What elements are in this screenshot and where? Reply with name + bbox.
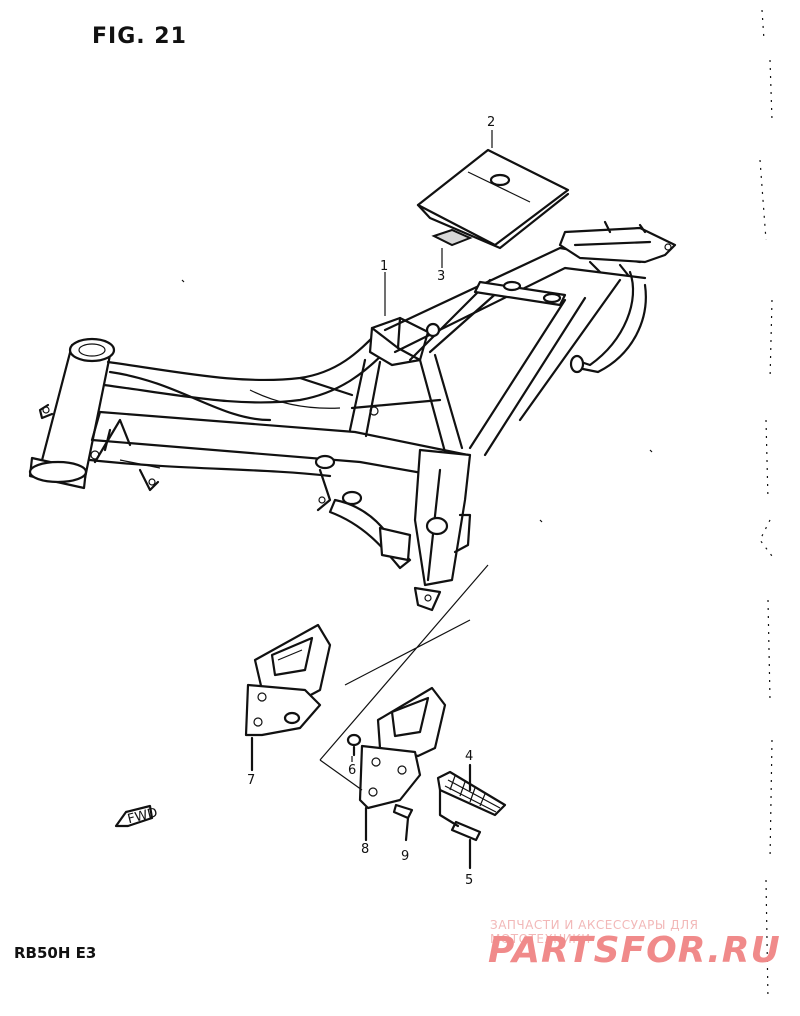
callout-3: 3 xyxy=(437,269,445,284)
part-9-bolt xyxy=(392,803,414,842)
part-6-nut xyxy=(346,733,362,757)
part-7-left-bracket xyxy=(244,623,332,772)
callout-1: 1 xyxy=(380,259,388,274)
exploded-view-guide xyxy=(319,564,489,791)
model-code: RB50H E3 xyxy=(14,944,97,962)
scan-specks xyxy=(181,279,653,523)
watermark-brand: PARTSFOR.RU xyxy=(488,930,781,971)
callout-9: 9 xyxy=(401,849,409,864)
scan-noise xyxy=(759,9,776,1001)
callout-5: 5 xyxy=(465,873,473,888)
frame-assembly xyxy=(28,220,677,612)
part-8-right-bracket xyxy=(358,686,447,842)
callout-6: 6 xyxy=(348,763,356,778)
callout-4: 4 xyxy=(465,749,473,764)
part-5-bolt xyxy=(438,788,482,870)
callout-8: 8 xyxy=(361,842,369,857)
callout-7: 7 xyxy=(247,773,255,788)
fwd-arrow-icon: FWD xyxy=(114,804,159,827)
fwd-label: FWD xyxy=(126,805,159,827)
part-2-cover xyxy=(416,148,570,250)
part-4-footpeg xyxy=(436,763,507,817)
callout-2: 2 xyxy=(487,115,495,130)
watermark-subtitle: ЗАПЧАСТИ И АКСЕССУАРЫ ДЛЯ МОТОТЕХНИКИ xyxy=(490,918,699,946)
figure-title: FIG. 21 xyxy=(92,24,187,49)
part-3-pad xyxy=(431,228,473,247)
